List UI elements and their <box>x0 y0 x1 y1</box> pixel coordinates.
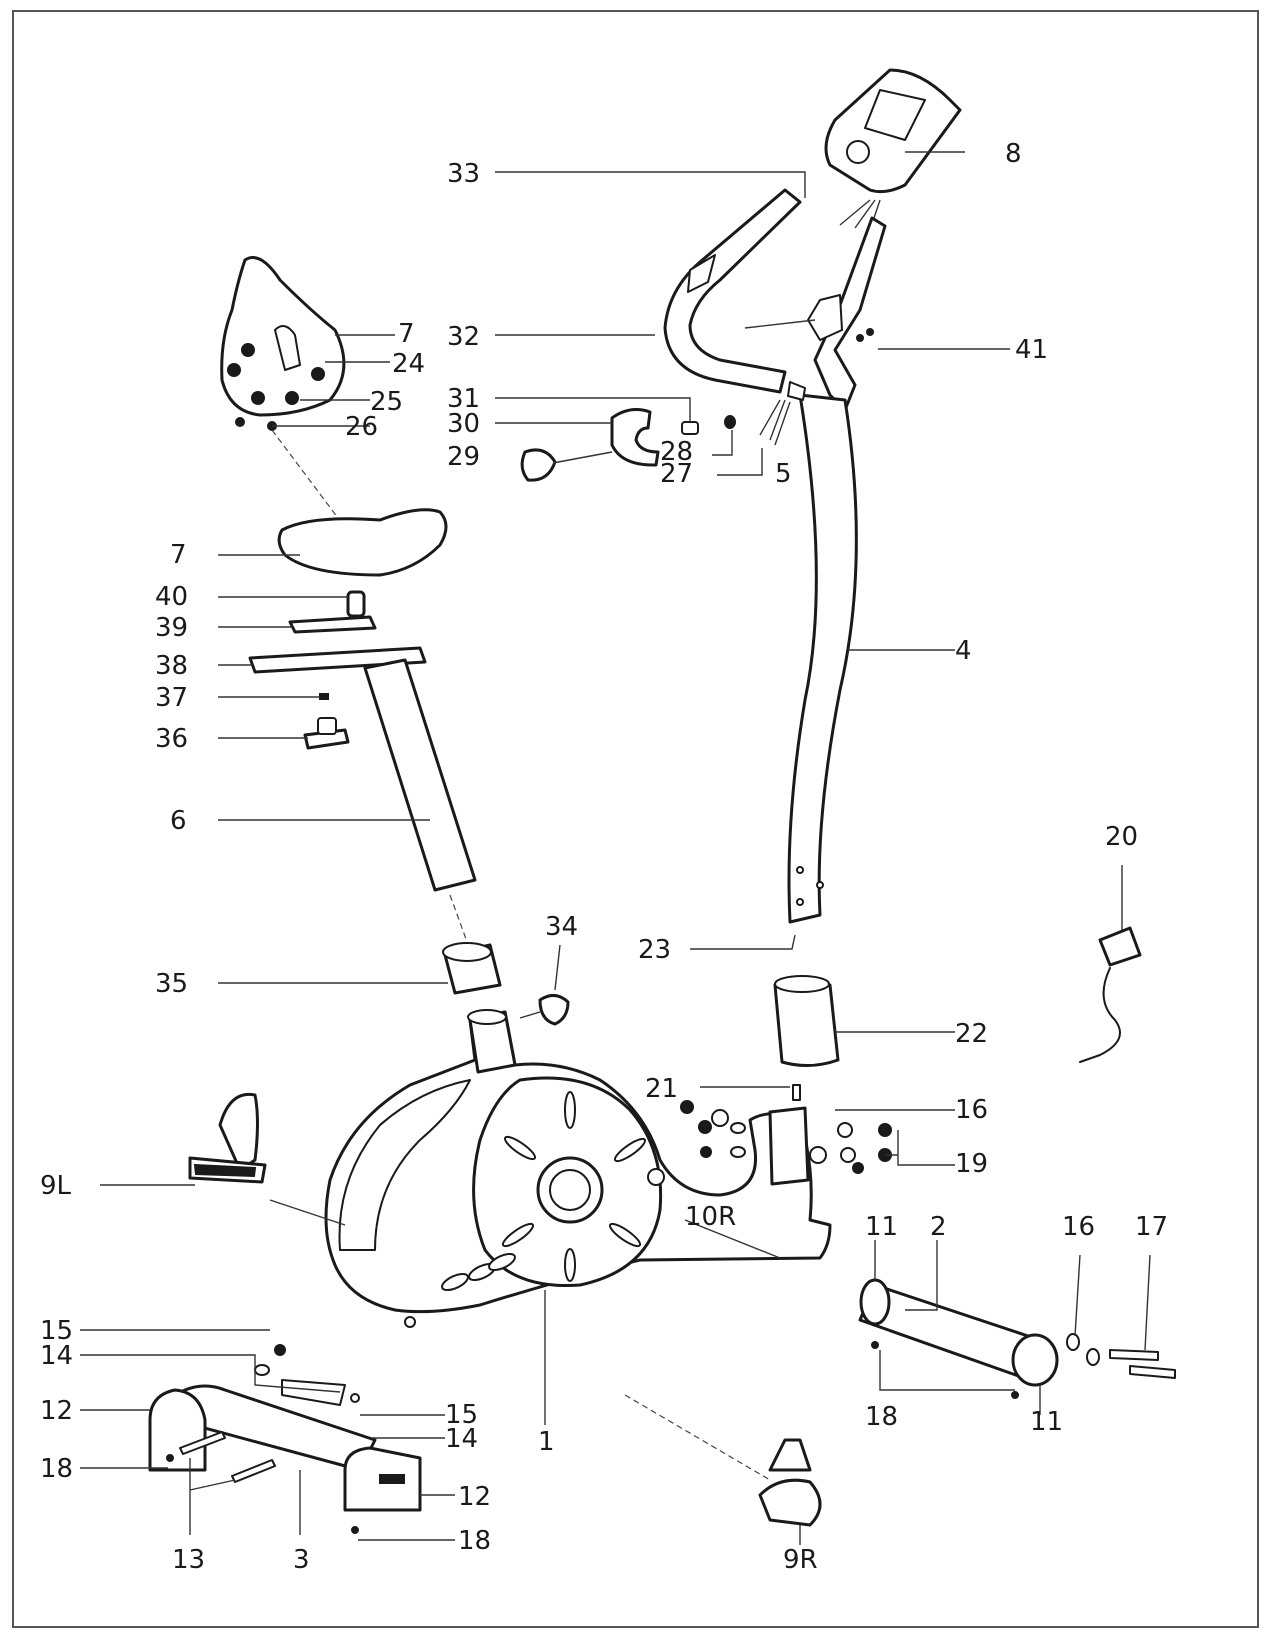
label-31: 31 <box>447 384 480 414</box>
seat-post-part <box>363 658 477 951</box>
label-41: 41 <box>1015 335 1048 365</box>
leader-lines <box>80 151 1151 1545</box>
label-37: 37 <box>155 683 188 713</box>
label-22: 22 <box>955 1019 988 1049</box>
label-12-left: 12 <box>40 1396 73 1426</box>
left-pedal-part <box>188 1092 267 1184</box>
label-40: 40 <box>155 582 188 612</box>
console-part <box>824 68 962 231</box>
label-7-top: 7 <box>398 319 415 349</box>
label-27: 27 <box>660 459 693 489</box>
label-33: 33 <box>447 159 480 189</box>
pulse-grip-small-parts <box>520 381 806 482</box>
label-15-right: 15 <box>445 1400 478 1430</box>
label-3: 3 <box>293 1545 310 1575</box>
label-36: 36 <box>155 724 188 754</box>
label-39: 39 <box>155 613 188 643</box>
label-20: 20 <box>1105 822 1138 852</box>
label-12-right: 12 <box>458 1482 491 1512</box>
label-19: 19 <box>955 1149 988 1179</box>
part-number-labels: 8 33 32 41 7 24 25 26 31 30 29 28 27 5 7… <box>40 139 1168 1575</box>
label-34: 34 <box>545 912 578 942</box>
label-14-right: 14 <box>445 1424 478 1454</box>
label-11-bottom: 11 <box>1030 1407 1063 1437</box>
label-16-upper: 16 <box>955 1095 988 1125</box>
label-28: 28 <box>660 437 693 467</box>
label-5: 5 <box>775 459 792 489</box>
label-17: 17 <box>1135 1212 1168 1242</box>
label-9R: 9R <box>783 1545 818 1575</box>
label-10R: 10R <box>685 1202 736 1232</box>
rear-stabilizer-part <box>858 1278 1176 1399</box>
label-29: 29 <box>447 442 480 472</box>
label-2: 2 <box>930 1212 947 1242</box>
label-13: 13 <box>172 1545 205 1575</box>
right-pedal-part <box>624 1394 822 1527</box>
label-15-left: 15 <box>40 1316 73 1346</box>
handlebar-part <box>663 188 887 412</box>
seat-underside-part <box>220 256 346 431</box>
label-25: 25 <box>370 387 403 417</box>
label-30: 30 <box>447 409 480 439</box>
seat-slider-parts <box>248 590 427 750</box>
label-11-top: 11 <box>865 1212 898 1242</box>
mounting-bolts-parts <box>680 1084 892 1186</box>
upright-post-part <box>787 393 858 924</box>
seat-part <box>271 429 448 577</box>
label-9L: 9L <box>40 1171 72 1201</box>
power-adapter-part <box>1079 926 1142 1063</box>
label-16-lower: 16 <box>1062 1212 1095 1242</box>
label-14-left: 14 <box>40 1341 73 1371</box>
label-38: 38 <box>155 651 188 681</box>
label-23: 23 <box>638 935 671 965</box>
label-32: 32 <box>447 322 480 352</box>
label-7-seat: 7 <box>170 540 187 570</box>
label-35: 35 <box>155 969 188 999</box>
label-18-bottom: 18 <box>458 1526 491 1556</box>
adjustment-knob-part <box>519 994 570 1026</box>
label-26: 26 <box>345 412 378 442</box>
label-21: 21 <box>645 1074 678 1104</box>
label-1: 1 <box>538 1427 555 1457</box>
front-stabilizer-part <box>148 1344 422 1534</box>
label-18-right: 18 <box>865 1402 898 1432</box>
label-18-left: 18 <box>40 1454 73 1484</box>
seat-bushing-part <box>442 942 502 995</box>
label-4: 4 <box>955 636 972 666</box>
label-6: 6 <box>170 806 187 836</box>
post-cover-part <box>773 975 840 1067</box>
label-24: 24 <box>392 349 425 379</box>
label-8: 8 <box>1005 139 1022 169</box>
main-frame-part <box>324 1009 832 1328</box>
